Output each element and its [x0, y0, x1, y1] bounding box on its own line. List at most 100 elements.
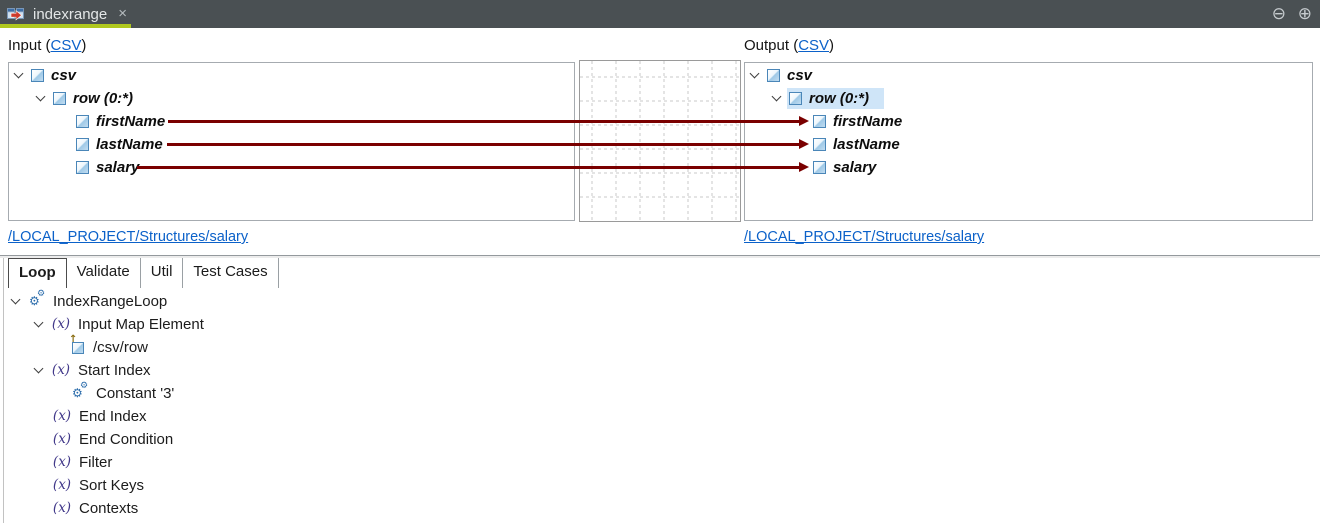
zoom-in-button[interactable]: ⊕	[1297, 4, 1312, 24]
node-label: salary	[833, 158, 877, 176]
input-tree-node-csv[interactable]: csv	[13, 64, 77, 86]
loop-tree-constant-3[interactable]: ⚙⚙ Constant '3'	[71, 381, 175, 404]
loop-tree-end-index[interactable]: (x) End Index	[52, 405, 147, 427]
input-tree-node-firstname[interactable]: firstName	[76, 110, 165, 132]
node-label: firstName	[96, 112, 166, 130]
loop-tree-end-condition[interactable]: (x) End Condition	[52, 428, 173, 450]
tab-title: indexrange	[33, 5, 108, 23]
connection-line[interactable]	[167, 143, 799, 146]
output-csv-link[interactable]: CSV	[798, 37, 830, 54]
loop-tree-filter[interactable]: (x) Filter	[52, 451, 112, 473]
loop-tree-indexrangeloop[interactable]: ⚙⚙ IndexRangeLoop	[10, 288, 168, 312]
expression-icon: (x)	[51, 316, 71, 332]
node-label: lastName	[96, 135, 163, 153]
tab-util[interactable]: Util	[141, 258, 184, 288]
bottom-tab-bar: Loop Validate Util Test Cases	[8, 258, 279, 288]
expression-icon: (x)	[52, 500, 72, 516]
output-header-close-paren: )	[829, 37, 835, 54]
tab-test-cases[interactable]: Test Cases	[183, 258, 279, 288]
input-tree-node-row[interactable]: row (0:*)	[35, 87, 133, 109]
output-structure-path: /LOCAL_PROJECT/Structures/salary	[744, 229, 984, 245]
node-label: csv	[787, 66, 813, 84]
chevron-down-icon[interactable]	[771, 91, 782, 101]
tab-loop[interactable]: Loop	[8, 258, 67, 288]
chevron-down-icon[interactable]	[10, 294, 21, 304]
chevron-down-icon[interactable]	[35, 91, 46, 101]
node-label: Sort Keys	[79, 476, 145, 494]
output-header-text: Output (	[744, 37, 799, 54]
connection-line[interactable]	[168, 120, 799, 123]
connection-line[interactable]	[137, 166, 799, 169]
output-tree-node-row[interactable]: row (0:*)	[771, 87, 869, 109]
chevron-down-icon[interactable]	[749, 68, 760, 78]
map-element-icon: ↑	[69, 334, 86, 355]
chevron-down-icon[interactable]	[13, 68, 24, 78]
expression-icon: (x)	[52, 454, 72, 470]
close-tab-icon[interactable]: ×	[118, 5, 127, 22]
element-icon	[53, 91, 66, 105]
zoom-out-button[interactable]: ⊖	[1271, 4, 1286, 24]
loop-tree-contexts[interactable]: (x) Contexts	[52, 497, 138, 519]
expression-icon: (x)	[51, 362, 71, 378]
element-icon	[76, 160, 89, 174]
arrowhead-icon	[799, 139, 809, 149]
node-label: End Index	[79, 407, 147, 425]
tab-validate[interactable]: Validate	[67, 258, 141, 288]
node-label: firstName	[833, 112, 903, 130]
element-icon	[767, 68, 780, 82]
node-label: csv	[51, 66, 77, 84]
input-csv-link[interactable]: CSV	[50, 37, 82, 54]
mapping-grid-panel	[579, 60, 741, 222]
input-header: Input (CSV)	[8, 37, 86, 54]
input-tree-node-lastname[interactable]: lastName	[76, 133, 163, 155]
node-label: Constant '3'	[96, 384, 175, 402]
output-tree-node-lastname[interactable]: lastName	[813, 133, 900, 155]
gear-glyph: ⚙	[72, 385, 83, 400]
element-icon	[76, 114, 89, 128]
loop-tree-start-index[interactable]: (x) Start Index	[33, 359, 151, 381]
output-header: Output (CSV)	[744, 37, 834, 54]
input-structure-path: /LOCAL_PROJECT/Structures/salary	[8, 229, 248, 245]
up-arrow-mark: ↑	[69, 333, 78, 345]
output-tree-node-firstname[interactable]: firstName	[813, 110, 902, 132]
node-label: salary	[96, 158, 140, 176]
grid-lines	[580, 61, 740, 221]
node-label: lastName	[833, 135, 900, 153]
expression-icon: (x)	[52, 431, 72, 447]
gear-glyph: ⚙	[29, 293, 40, 308]
element-icon	[813, 160, 826, 174]
gears-icon: ⚙⚙	[28, 288, 46, 310]
expression-icon: (x)	[52, 477, 72, 493]
loop-tree-input-map-element[interactable]: (x) Input Map Element	[33, 313, 204, 335]
chevron-down-icon[interactable]	[33, 317, 44, 327]
gear-glyph-small: ⚙	[37, 288, 46, 299]
input-header-text: Input (	[8, 37, 51, 54]
mapping-document-icon	[7, 7, 24, 20]
node-label: End Condition	[79, 430, 174, 448]
node-label: Input Map Element	[78, 315, 204, 333]
chevron-down-icon[interactable]	[33, 363, 44, 373]
arrowhead-icon	[799, 116, 809, 126]
editor-tab-indexrange[interactable]: indexrange ×	[0, 0, 131, 28]
element-icon	[789, 91, 802, 105]
selected-row-highlight	[787, 88, 884, 109]
loop-tree-sort-keys[interactable]: (x) Sort Keys	[52, 474, 144, 496]
input-header-close-paren: )	[81, 37, 87, 54]
panel-left-edge	[3, 258, 4, 523]
output-structure-link[interactable]: /LOCAL_PROJECT/Structures/salary	[744, 229, 985, 245]
element-icon	[76, 137, 89, 151]
horizontal-splitter[interactable]	[0, 255, 1320, 258]
input-structure-link[interactable]: /LOCAL_PROJECT/Structures/salary	[8, 229, 249, 245]
expression-icon: (x)	[52, 408, 72, 424]
loop-tree-csv-row[interactable]: ↑ /csv/row	[69, 334, 148, 358]
node-label: Filter	[79, 453, 113, 471]
output-tree-node-salary[interactable]: salary	[813, 156, 876, 178]
output-tree-node-csv[interactable]: csv	[749, 64, 813, 86]
node-label: row (0:*)	[73, 89, 133, 107]
node-label: IndexRangeLoop	[53, 292, 168, 310]
input-tree-node-salary[interactable]: salary	[76, 156, 139, 178]
titlebar: indexrange × ⊖ ⊕	[0, 0, 1320, 28]
node-label: Start Index	[78, 361, 151, 379]
element-square	[72, 341, 84, 354]
